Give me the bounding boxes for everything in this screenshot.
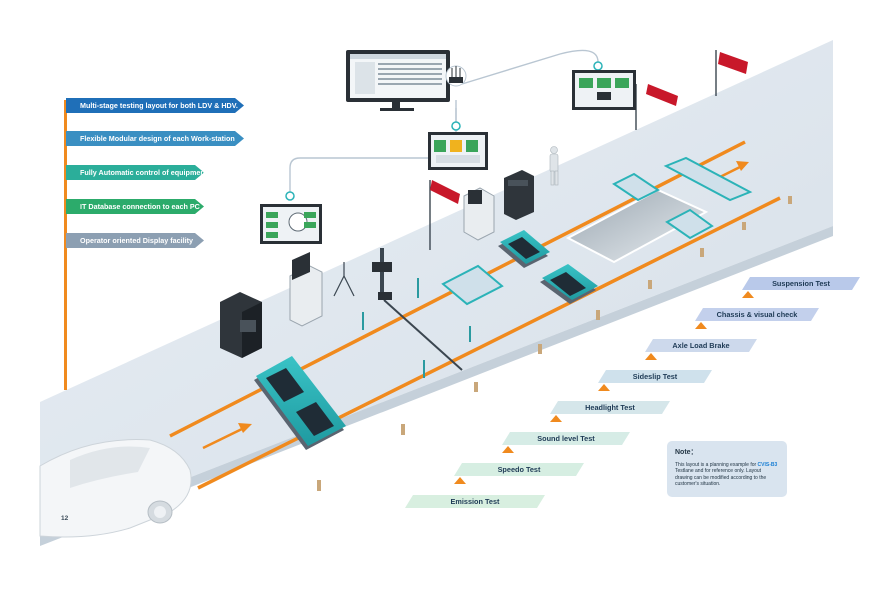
feature-banner-1: Flexible Modular design of each Work-sta… [66,131,244,146]
lane-stripe-right [197,196,781,490]
feature-banner-2: Fully Automatic control of equipment [66,165,204,180]
flag-icon [429,180,460,250]
note-title: Note： [675,449,698,456]
stage-label-suspension: Suspension Test [742,277,860,290]
cabinet-icon [463,187,495,241]
network-node [593,61,603,71]
page-number: 12 [61,515,69,522]
feature-banner-4: Operator oriented Display facility [66,233,204,248]
note-body: This layout is a planning example for CV… [675,462,779,487]
stage-label-axle-brake: Axle Load Brake [645,339,757,352]
direction-arrow-icon [202,423,252,450]
sensor-posts [362,278,471,378]
stage-label-sideslip: Sideslip Test [598,370,712,383]
feature-banner-0: Multi-stage testing layout for both LDV … [66,98,244,113]
bollards [317,196,792,491]
pit-plate-a [612,172,660,202]
note-product-name: CVIS-B3 [757,462,778,468]
lane-surface [40,40,833,536]
feature-timeline-bar [64,100,67,390]
note-text-pre: This layout is a planning example for [675,462,758,468]
note-text-post: Testlane and for reference only. Layout … [675,468,767,487]
feature-banner-3: IT Database connection to each PC [66,199,204,214]
headlight-rail [383,299,463,371]
inspection-pit [565,188,709,264]
cabinet-icon [504,170,534,220]
note-box: Note： This layout is a planning example … [667,441,787,497]
display-screen-icon [260,204,322,244]
sound-meter-tripod [333,262,355,297]
router-icon [445,65,467,87]
stage-label-speedo: Speedo Test [454,463,584,476]
network-node [285,191,295,201]
step-arrow-icon [550,415,562,422]
step-arrow-icon [695,322,707,329]
stage-label-chassis: Chassis & visual check [695,308,819,321]
step-arrow-icon [454,477,466,484]
monitor-icon [346,50,450,111]
direction-arrow-icon [719,161,749,179]
stage-label-headlight: Headlight Test [550,401,670,414]
person-icon [549,146,559,186]
network-node [451,121,461,131]
display-booth [289,252,323,327]
cabinet-icon [220,292,262,358]
headlight-track [663,156,753,202]
roller-plate-front [254,356,346,450]
step-arrow-icon [598,384,610,391]
display-screen-icon [572,70,636,110]
sideslip-plate [441,264,504,306]
step-arrow-icon [502,446,514,453]
step-arrow-icon [645,353,657,360]
pit-plate-b [665,208,714,240]
roller-plate-brake [498,230,550,268]
stage-label-emission: Emission Test [405,495,545,508]
stage-label-sound: Sound level Test [502,432,630,445]
flag-icon [715,50,748,96]
display-screen-icon [428,132,488,170]
step-arrow-icon [742,291,754,298]
car-icon [39,439,192,538]
roller-plate-suspension [540,264,598,304]
headlight-tester [372,248,392,300]
